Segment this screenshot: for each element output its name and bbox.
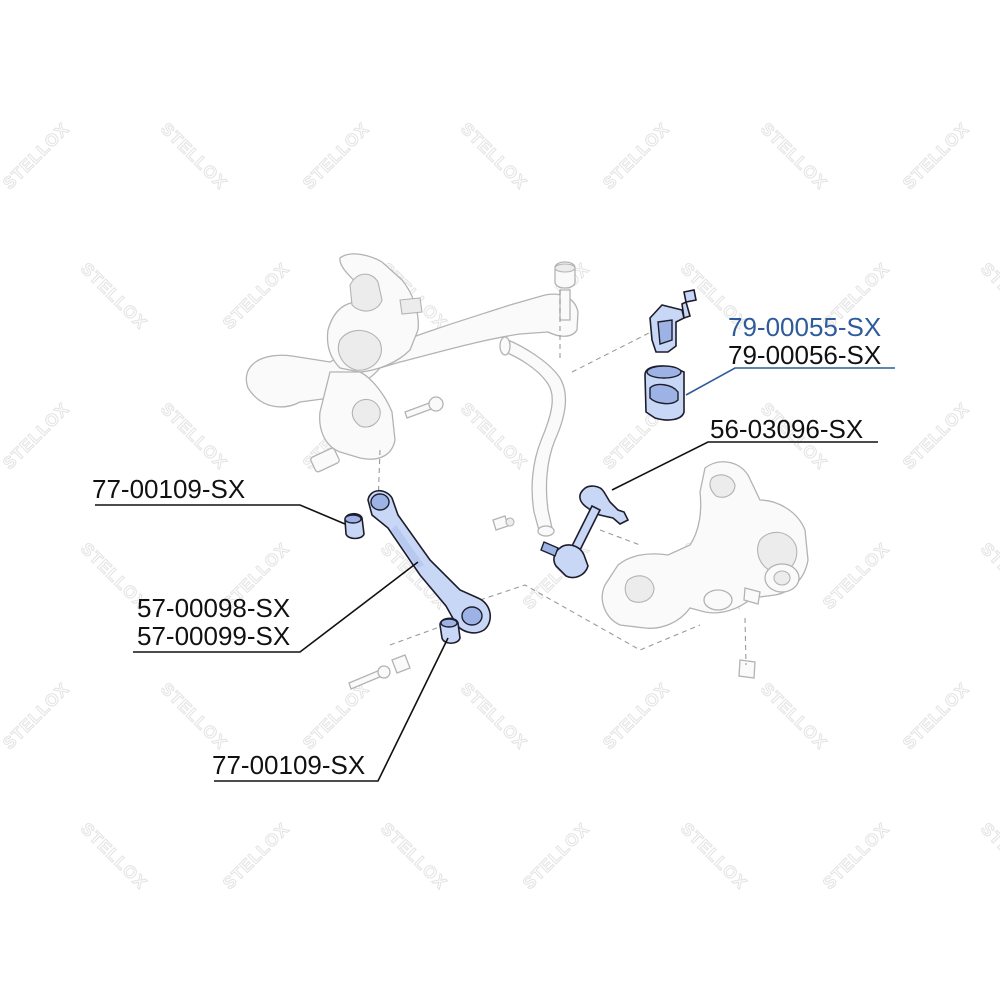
watermark-logo: STELLOX <box>219 819 293 893</box>
stabilizer-bushing-bracket <box>649 289 697 353</box>
watermark-logo: STELLOX <box>899 679 973 753</box>
watermark-logo: STELLOX <box>0 119 73 193</box>
arm-bushing-lower <box>439 617 461 645</box>
watermark-logo: STELLOX <box>899 399 973 473</box>
watermark-logo: STELLOX <box>457 399 531 473</box>
label-77-00109-lower: 77-00109-SX <box>212 750 365 780</box>
hardware <box>348 515 515 690</box>
stabilizer-link <box>540 485 630 579</box>
watermark-logo: STELLOX <box>157 119 231 193</box>
label-57-00099: 57-00099-SX <box>137 621 290 651</box>
watermark-logo: STELLOX <box>157 399 231 473</box>
knuckle-ghost <box>601 461 809 679</box>
arm-bushing-upper <box>344 512 365 540</box>
watermark-logo: STELLOX <box>819 539 893 613</box>
stabilizer-bar-ghost <box>499 336 567 537</box>
watermark-logo: STELLOX <box>599 679 673 753</box>
label-79-00056: 79-00056-SX <box>728 340 881 370</box>
control-arm <box>367 489 491 634</box>
leader-lines <box>95 367 895 782</box>
label-79-00055: 79-00055-SX <box>728 312 881 342</box>
watermark-logo: STELLOX <box>77 819 151 893</box>
watermark-logo: STELLOX <box>457 679 531 753</box>
watermark-logo: STELLOX <box>757 679 831 753</box>
watermark-logo: STELLOX <box>0 679 73 753</box>
watermark-logo: STELLOX <box>977 819 1000 893</box>
label-77-00109-upper: 77-00109-SX <box>92 474 245 504</box>
subframe-ghost <box>245 253 579 473</box>
part-labels: 79-00055-SX 79-00056-SX 56-03096-SX 77-0… <box>92 312 881 780</box>
watermark-logo: STELLOX <box>299 119 373 193</box>
watermark-logo: STELLOX <box>157 679 231 753</box>
watermark-logo: STELLOX <box>219 259 293 333</box>
watermark-logo: STELLOX <box>977 539 1000 613</box>
label-56-03096: 56-03096-SX <box>710 414 863 444</box>
watermark-logo: STELLOX <box>757 119 831 193</box>
watermark-logo: STELLOX <box>299 679 373 753</box>
stabilizer-bushing <box>644 365 685 421</box>
watermark-logo: STELLOX <box>77 259 151 333</box>
watermark-logo: STELLOX <box>519 819 593 893</box>
watermark-logo: STELLOX <box>377 819 451 893</box>
watermark-logo: STELLOX <box>819 819 893 893</box>
watermark-logo: STELLOX <box>677 819 751 893</box>
label-57-00098: 57-00098-SX <box>137 593 290 623</box>
watermark-logo: STELLOX <box>0 399 73 473</box>
watermark-logo: STELLOX <box>599 119 673 193</box>
watermark-logo: STELLOX <box>977 259 1000 333</box>
watermark-logo: STELLOX <box>457 119 531 193</box>
watermark-logo: STELLOX <box>899 119 973 193</box>
